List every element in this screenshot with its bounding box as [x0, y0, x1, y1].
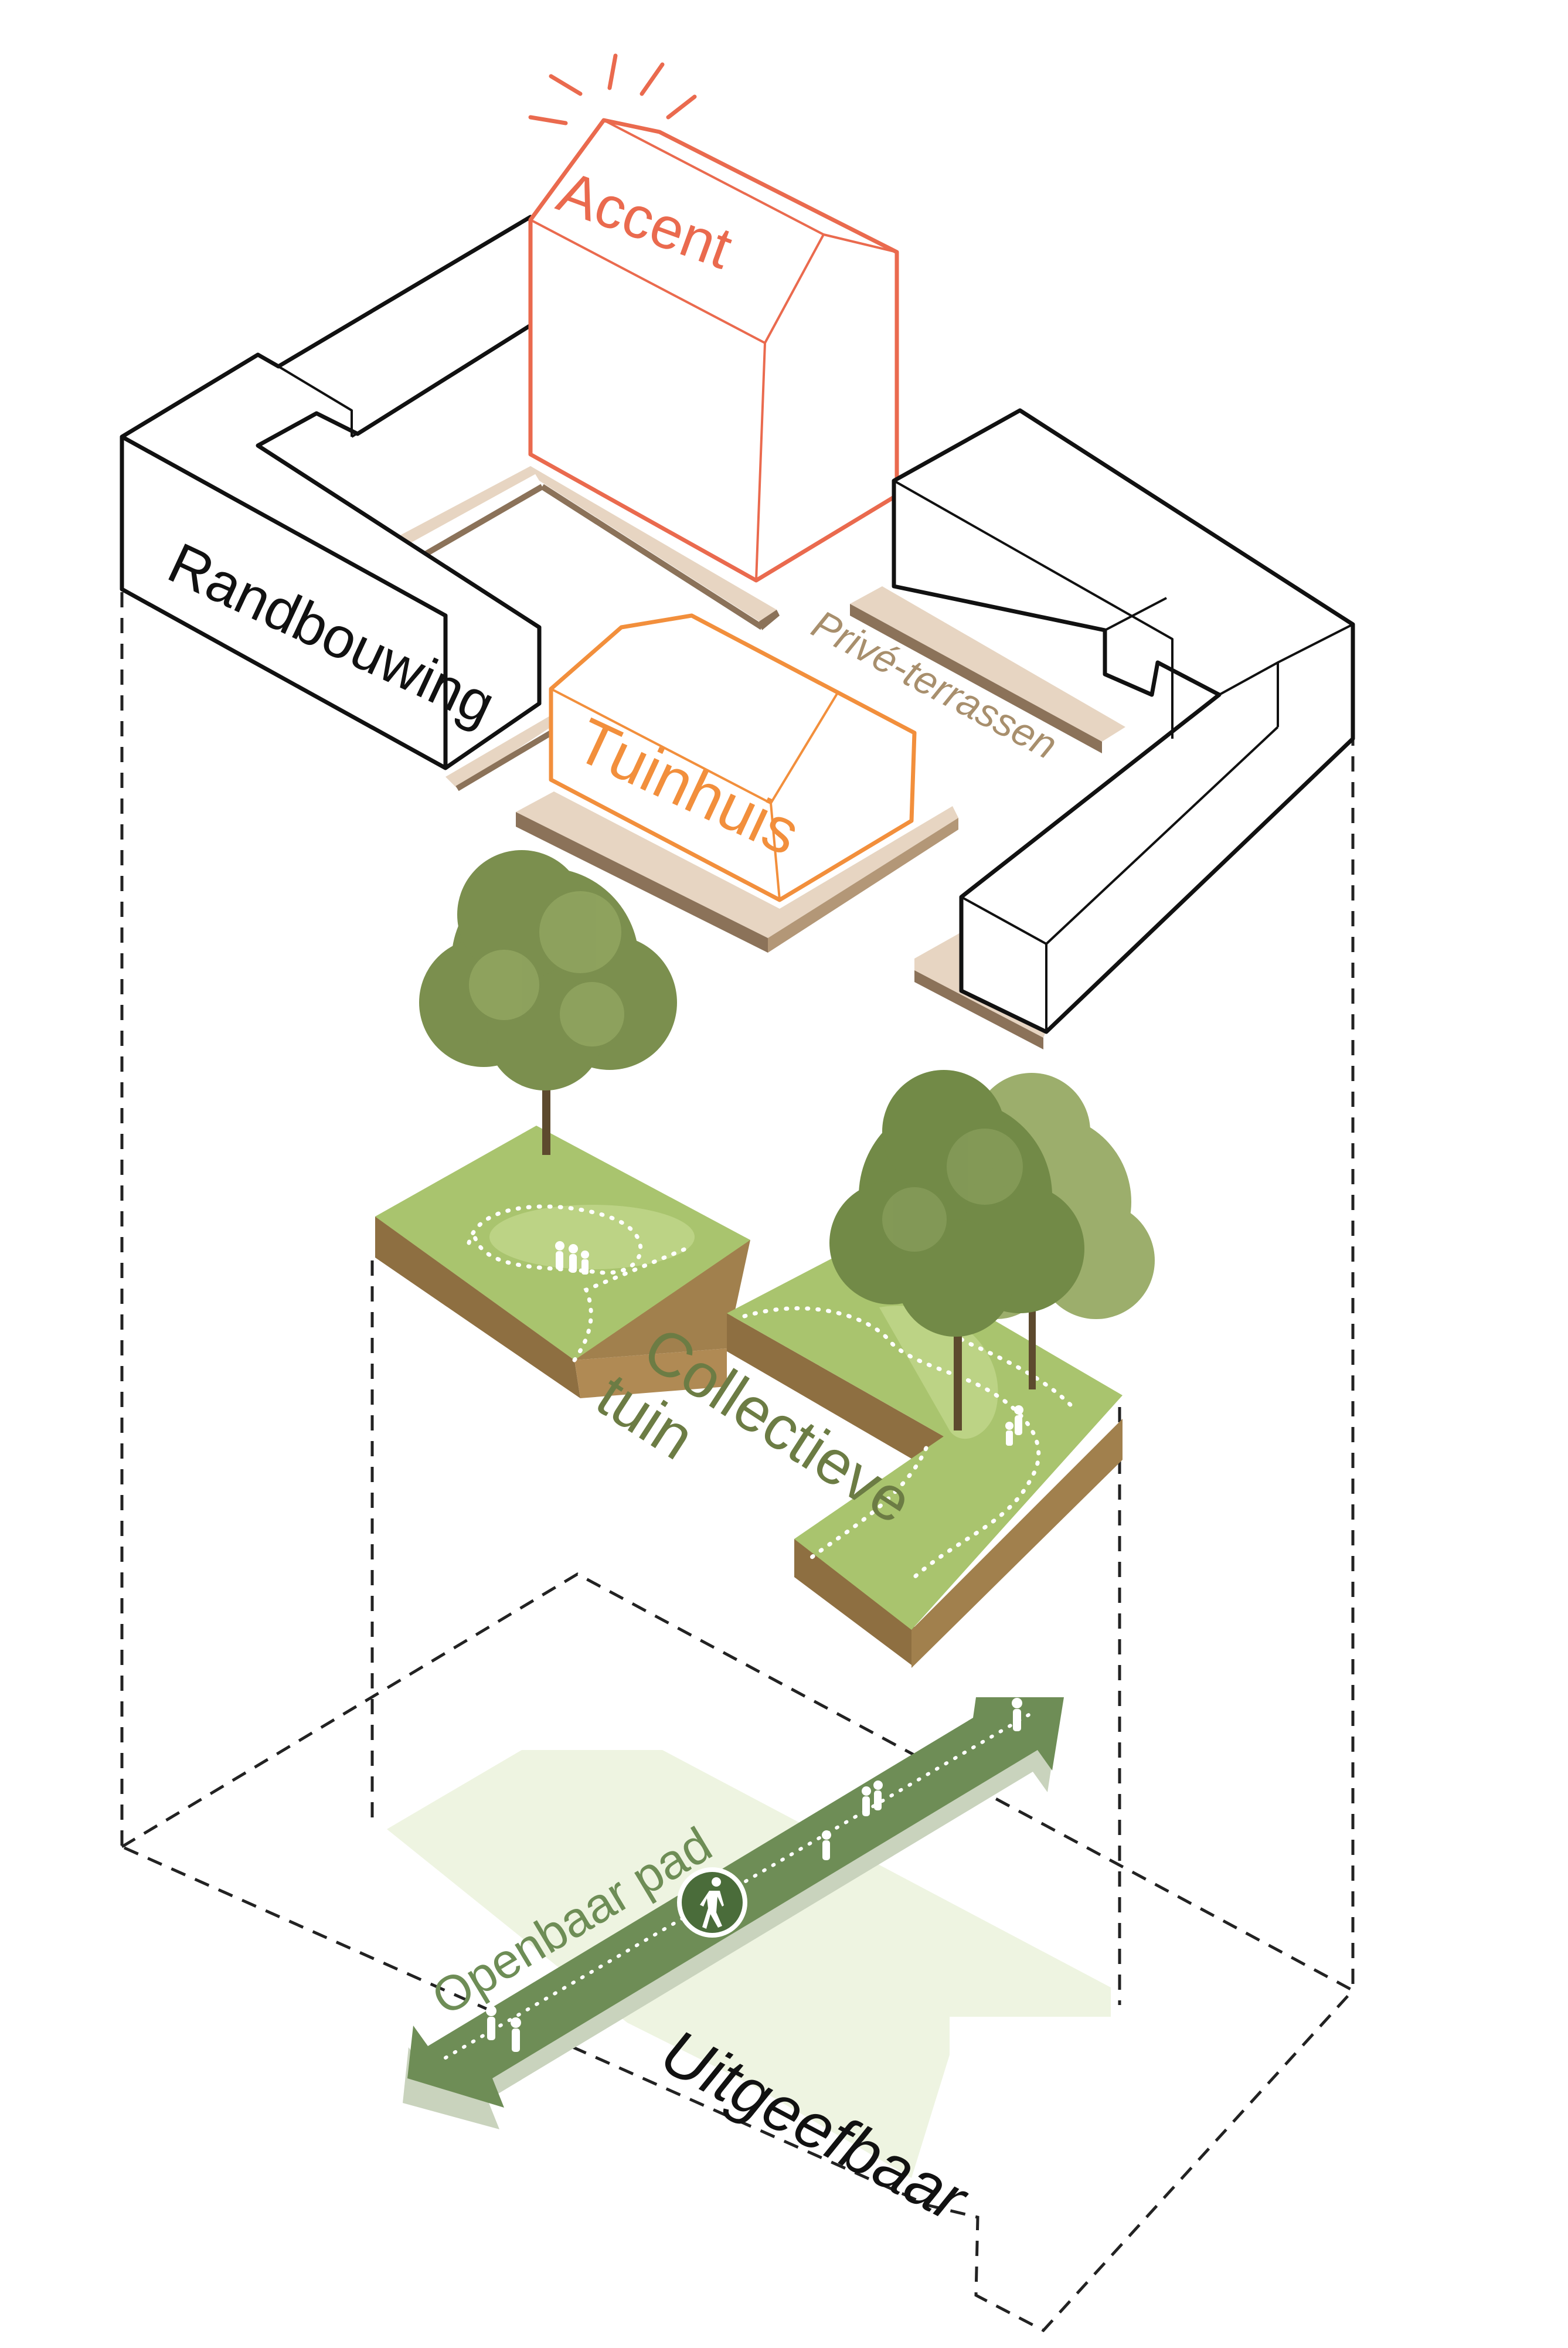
collectieve-tuin: [375, 1126, 1123, 1668]
openbaar-pad-arrow: [403, 1697, 1064, 2129]
garden-block-left: [375, 1126, 750, 1398]
garden-block-right: [727, 1243, 1123, 1668]
people-on-path: [486, 1698, 1022, 2052]
pedestrian-sign: [677, 1867, 747, 1938]
accent-building: [528, 118, 899, 583]
guide-lines: [120, 592, 1355, 2005]
tree-left: [419, 850, 677, 1155]
right-building: [892, 408, 1355, 1034]
people-right-garden: [1005, 1405, 1023, 1446]
tree-right-front: [829, 1070, 1084, 1430]
accent-rays: [528, 53, 697, 125]
people-left-garden: [555, 1241, 589, 1275]
uitgeefbaar-plot: [118, 1572, 1356, 2333]
randbouwing-building: [120, 215, 542, 770]
tuinhuis-building: [549, 613, 917, 902]
